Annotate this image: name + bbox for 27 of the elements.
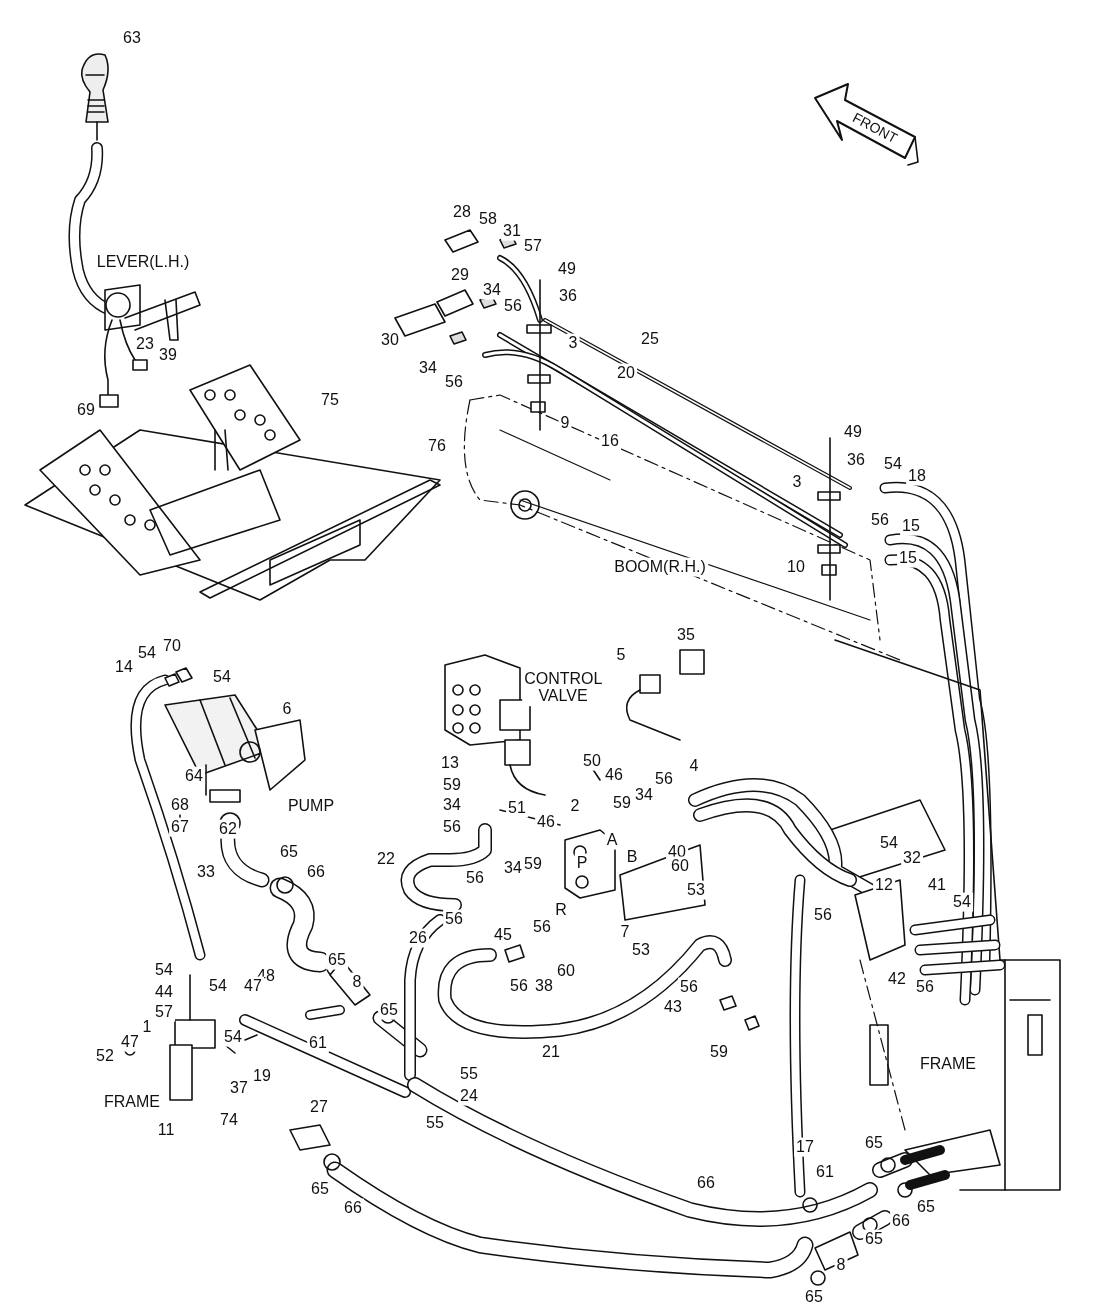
callout-number: 57 bbox=[153, 1002, 175, 1022]
callout-number: 65 bbox=[378, 1000, 400, 1020]
callout-number: 32 bbox=[901, 848, 923, 868]
callout-number: 15 bbox=[897, 548, 919, 568]
part-name-label: CONTROL VALVE bbox=[522, 670, 604, 706]
callout-number: 15 bbox=[900, 516, 922, 536]
callout-number: 53 bbox=[685, 880, 707, 900]
callout-number: 62 bbox=[217, 819, 239, 839]
callout-number: 54 bbox=[222, 1027, 244, 1047]
callout-number: 24 bbox=[458, 1086, 480, 1106]
callout-number: 54 bbox=[951, 892, 973, 912]
callout-number: 17 bbox=[794, 1137, 816, 1157]
part-name-label: BOOM(R.H.) bbox=[612, 557, 708, 577]
callout-number: 67 bbox=[169, 817, 191, 837]
callout-number: 68 bbox=[169, 795, 191, 815]
callout-number: 47 bbox=[119, 1032, 141, 1052]
callout-number: 26 bbox=[407, 928, 429, 948]
port-letter: A bbox=[604, 830, 620, 850]
callout-number: 31 bbox=[501, 221, 523, 241]
callout-number: 34 bbox=[481, 280, 503, 300]
callout-number: 65 bbox=[326, 950, 348, 970]
callout-number: 61 bbox=[307, 1033, 329, 1053]
callout-number: 50 bbox=[581, 751, 603, 771]
callout-number: 56 bbox=[443, 909, 465, 929]
callout-number: 18 bbox=[906, 466, 928, 486]
callout-number: 16 bbox=[599, 431, 621, 451]
callout-number: 51 bbox=[506, 798, 528, 818]
